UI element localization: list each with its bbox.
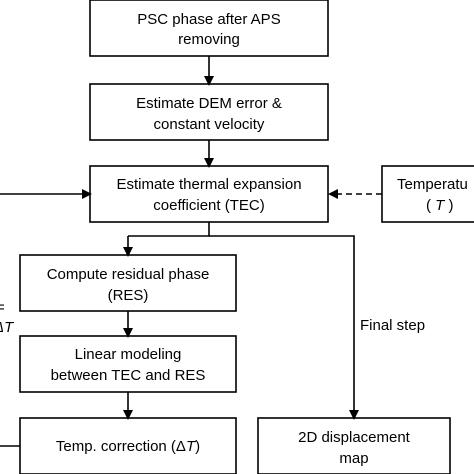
node-dem-line2: constant velocity: [154, 116, 265, 133]
node-lin-line1: Linear modeling: [75, 346, 182, 363]
node-corr-text: Temp. correction (ΔT): [56, 438, 200, 455]
node-psc-line1: PSC phase after APS: [137, 11, 280, 28]
node-res-line2: (RES): [108, 287, 149, 304]
node-lin-line2: between TEC and RES: [51, 367, 206, 384]
node-temp-line1: Temperatu: [397, 176, 468, 193]
edge-tec-split: [128, 222, 210, 237]
node-disp-line1: 2D displacement: [298, 429, 411, 446]
node-temp-correction: Temp. correction (ΔT): [19, 417, 237, 474]
node-residual-phase: Compute residual phase (RES): [19, 254, 237, 312]
node-psc-line2: removing: [178, 31, 240, 48]
node-displacement-map: 2D displacement map: [257, 417, 451, 474]
node-temperature: Temperatu ( T ): [381, 165, 474, 223]
node-tec: Estimate thermal expansion coefficient (…: [89, 165, 329, 223]
node-psc-phase: PSC phase after APS removing: [89, 0, 329, 57]
node-dem-error: Estimate DEM error & constant velocity: [89, 83, 329, 141]
left-partial-text-2: ΔT: [0, 319, 15, 336]
left-partial-text-1: =: [0, 299, 5, 316]
node-tec-line2: coefficient (TEC): [153, 197, 264, 214]
node-disp-line2: map: [339, 450, 368, 467]
node-res-line1: Compute residual phase: [47, 266, 210, 283]
node-dem-line1: Estimate DEM error &: [136, 95, 282, 112]
node-linear-modeling: Linear modeling between TEC and RES: [19, 335, 237, 393]
node-tec-line1: Estimate thermal expansion: [116, 176, 301, 193]
edge-label-final-step: Final step: [360, 317, 425, 334]
node-temp-line2: ( T ): [426, 197, 454, 214]
edge-tec-to-disp: [209, 235, 359, 420]
